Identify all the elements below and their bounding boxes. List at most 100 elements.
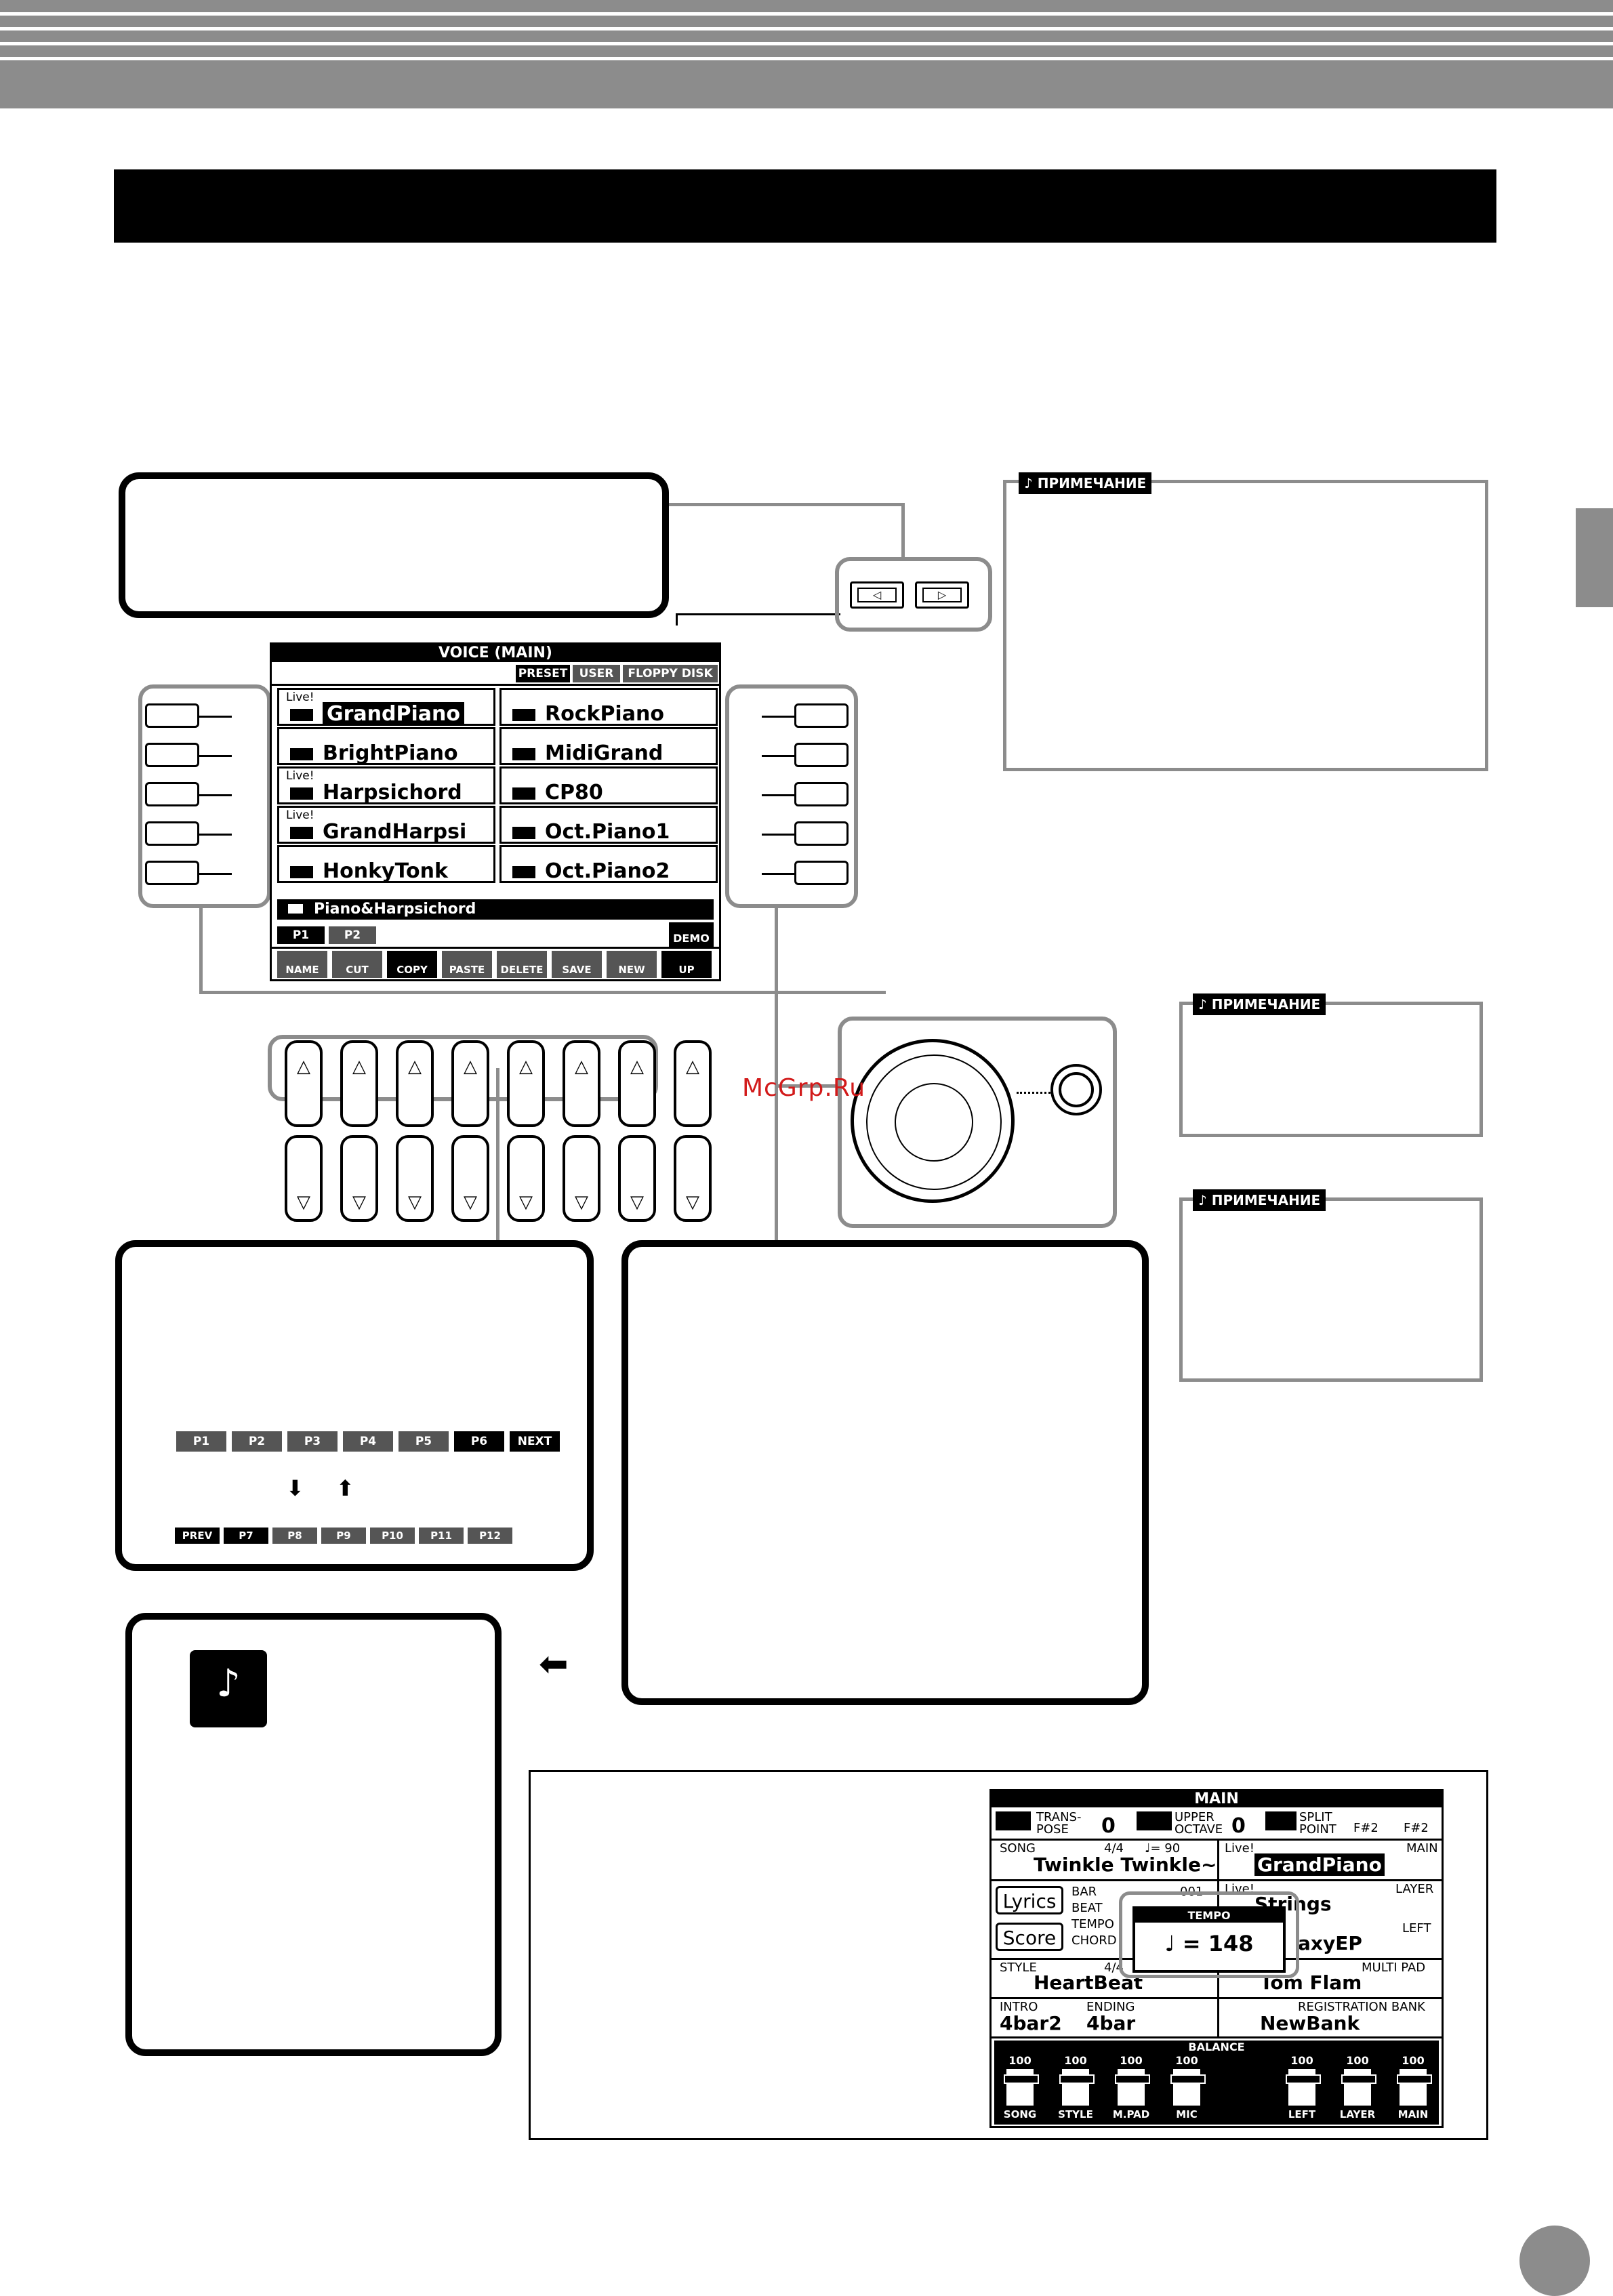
down-button[interactable]: ▽: [563, 1135, 600, 1222]
main-voice-name[interactable]: GrandPiano: [1254, 1853, 1385, 1876]
left-voice[interactable]: axyEP: [1298, 1932, 1362, 1954]
button-up[interactable]: UP: [661, 951, 712, 978]
tab-right-button[interactable]: ▷: [915, 581, 969, 609]
up-button[interactable]: △: [674, 1040, 712, 1127]
tab-left-button[interactable]: ◁: [850, 581, 904, 609]
voice-item[interactable]: HonkyTonk: [277, 845, 495, 883]
regbank-name[interactable]: NewBank: [1260, 2012, 1360, 2034]
up-button[interactable]: △: [618, 1040, 656, 1127]
voice-item[interactable]: MidiGrand: [499, 727, 718, 765]
screen-button-right-3[interactable]: [762, 782, 850, 809]
slider-knob: [1341, 2074, 1376, 2084]
button-cut[interactable]: CUT: [332, 951, 382, 978]
voice-item[interactable]: Oct.Piano1: [499, 806, 718, 844]
up-button[interactable]: △: [563, 1040, 600, 1127]
page-tab-p1[interactable]: P1: [277, 926, 325, 944]
button-delete[interactable]: DELETE: [497, 951, 547, 978]
down-button[interactable]: ▽: [285, 1135, 323, 1222]
screen-button-left-1[interactable]: [145, 703, 233, 731]
button-name[interactable]: NAME: [277, 951, 327, 978]
button-paste[interactable]: PASTE: [442, 951, 492, 978]
down-button[interactable]: ▽: [396, 1135, 434, 1222]
data-dial[interactable]: [851, 1039, 1015, 1203]
song-name[interactable]: Twinkle Twinkle~: [1034, 1853, 1217, 1876]
ending-value[interactable]: 4bar: [1086, 2012, 1136, 2034]
page-tab-p7[interactable]: P7: [224, 1528, 268, 1544]
up-button[interactable]: △: [340, 1040, 378, 1127]
voice-name: MidiGrand: [545, 741, 663, 765]
screen-button-left-2[interactable]: [145, 743, 233, 770]
up-button[interactable]: △: [285, 1040, 323, 1127]
down-button[interactable]: ▽: [340, 1135, 378, 1222]
voice-icon: [512, 787, 535, 800]
screen-button-left-5[interactable]: [145, 861, 233, 888]
voice-item[interactable]: Live!Harpsichord: [277, 766, 495, 804]
down-button[interactable]: ▽: [674, 1135, 712, 1222]
demo-button[interactable]: DEMO: [669, 922, 714, 947]
button-save[interactable]: SAVE: [552, 951, 602, 978]
page-tab-p4[interactable]: P4: [343, 1431, 393, 1452]
page-tab-p3[interactable]: P3: [287, 1431, 338, 1452]
voice-name: Oct.Piano1: [545, 820, 670, 844]
tab-floppy-disk[interactable]: FLOPPY DISK: [623, 665, 718, 682]
voice-item[interactable]: Live!GrandPiano: [277, 688, 495, 726]
screen-button-right-4[interactable]: [762, 821, 850, 848]
enter-button[interactable]: [1050, 1064, 1102, 1115]
page-tab-p11[interactable]: P11: [419, 1528, 464, 1544]
page-tab-prev[interactable]: PREV: [175, 1528, 220, 1544]
voice-name: BrightPiano: [323, 741, 458, 765]
button-copy[interactable]: COPY: [387, 951, 437, 978]
voice-icon: [290, 787, 313, 800]
lyrics-button[interactable]: Lyrics: [996, 1886, 1063, 1914]
page-tab-p1[interactable]: P1: [176, 1431, 226, 1452]
page-tab-p2[interactable]: P2: [329, 926, 376, 944]
tab-user[interactable]: USER: [573, 665, 620, 682]
balance-value: 100: [1402, 2054, 1425, 2067]
connector-line: [496, 1068, 499, 1242]
chord-label: CHORD: [1071, 1933, 1117, 1948]
down-button[interactable]: ▽: [618, 1135, 656, 1222]
down-button[interactable]: ▽: [451, 1135, 489, 1222]
up-button[interactable]: △: [451, 1040, 489, 1127]
callout-box-dial: [621, 1240, 1149, 1705]
page-tab-p5[interactable]: P5: [399, 1431, 449, 1452]
down-button[interactable]: ▽: [507, 1135, 545, 1222]
arrow-left-icon: ⬅: [539, 1644, 569, 1685]
up-button[interactable]: △: [396, 1040, 434, 1127]
page-tab-p12[interactable]: P12: [468, 1528, 512, 1544]
voice-item[interactable]: CP80: [499, 766, 718, 804]
voice-item[interactable]: Live!GrandHarpsi: [277, 806, 495, 844]
page-tab-p9[interactable]: P9: [321, 1528, 366, 1544]
screen-button-right-2[interactable]: [762, 743, 850, 770]
tab-preset[interactable]: PRESET: [516, 665, 570, 682]
page-tab-p10[interactable]: P10: [370, 1528, 415, 1544]
voice-item[interactable]: RockPiano: [499, 688, 718, 726]
connector-line: [775, 1084, 838, 1088]
page-tab-p8[interactable]: P8: [272, 1528, 317, 1544]
intro-value[interactable]: 4bar2: [1000, 2012, 1062, 2034]
score-button[interactable]: Score: [996, 1923, 1063, 1951]
voice-item[interactable]: Oct.Piano2: [499, 845, 718, 883]
screen-button-left-4[interactable]: [145, 821, 233, 848]
callout-box-tab-select: [119, 472, 669, 618]
voice-live-tag: Live!: [286, 808, 314, 822]
screen-button-left-3[interactable]: [145, 782, 233, 809]
note-label: ПРИМЕЧАНИЕ: [1037, 475, 1147, 491]
button-new[interactable]: NEW: [607, 951, 657, 978]
voice-item[interactable]: BrightPiano: [277, 727, 495, 765]
note-tag-1: ♪ ПРИМЕЧАНИЕ: [1019, 472, 1152, 494]
screen-button-right-5[interactable]: [762, 861, 850, 888]
page-tab-p2[interactable]: P2: [232, 1431, 282, 1452]
page-tab-next[interactable]: NEXT: [510, 1431, 560, 1452]
up-button[interactable]: △: [507, 1040, 545, 1127]
slider-knob: [1115, 2074, 1150, 2084]
page-tab-p6[interactable]: P6: [454, 1431, 504, 1452]
screen-button-right-1[interactable]: [762, 703, 850, 731]
